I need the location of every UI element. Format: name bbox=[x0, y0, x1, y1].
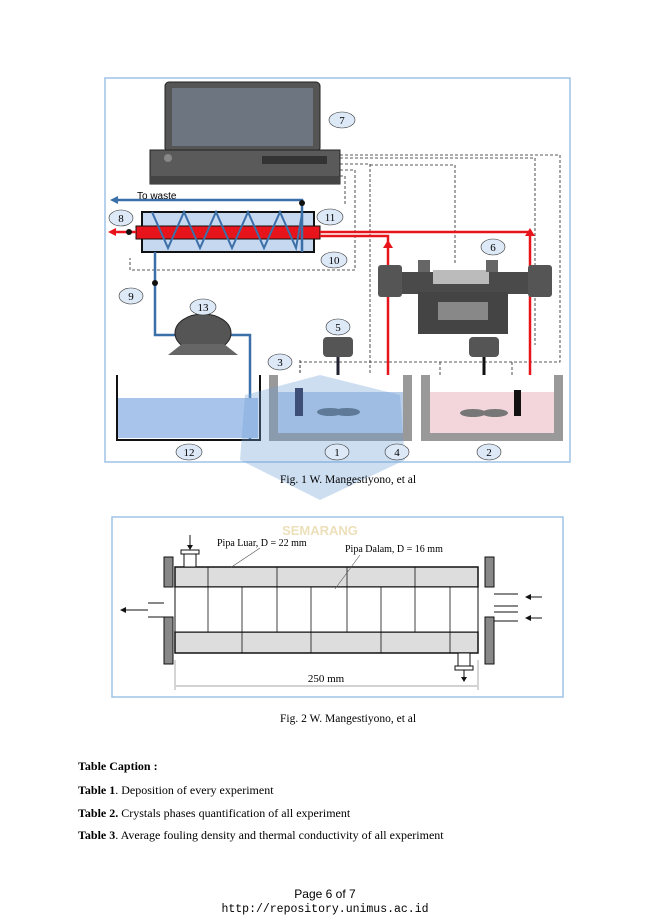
label-8: 8 bbox=[108, 209, 134, 227]
length-dimension-label: 250 mm bbox=[308, 673, 345, 685]
table-caption-heading: Table Caption : bbox=[78, 759, 158, 773]
svg-text:2: 2 bbox=[486, 447, 492, 459]
table-label: Table 3 bbox=[78, 828, 116, 842]
svg-text:13: 13 bbox=[198, 302, 210, 314]
svg-text:1: 1 bbox=[334, 447, 340, 459]
flow-meter-icon bbox=[378, 260, 552, 334]
svg-text:8: 8 bbox=[118, 213, 124, 225]
svg-text:4: 4 bbox=[394, 447, 400, 459]
label-10: 10 bbox=[320, 251, 348, 269]
label-2: 2 bbox=[476, 443, 502, 461]
label-11: 11 bbox=[316, 208, 344, 226]
table-caption-item: Table 1. Deposition of every experiment bbox=[78, 783, 274, 798]
label-9: 9 bbox=[118, 287, 144, 305]
label-4: 4 bbox=[384, 443, 410, 461]
component-labels: 7 8 11 10 9 13 6 5 3 12 1 4 2 bbox=[108, 111, 506, 461]
outer-pipe-label: Pipa Luar, D = 22 mm bbox=[217, 538, 307, 549]
computer-icon bbox=[149, 81, 341, 185]
svg-text:SEMARANG: SEMARANG bbox=[282, 523, 358, 538]
table-caption-item: Table 2. Crystals phases quantification … bbox=[78, 806, 350, 821]
label-6: 6 bbox=[480, 238, 506, 256]
tank-2 bbox=[421, 375, 563, 441]
heat-exchanger bbox=[135, 209, 321, 253]
figure-1-experimental-setup: SEMARANG To waste 7 8 11 10 9 13 6 5 3 1… bbox=[104, 77, 571, 538]
figure-1-caption: Fig. 1 W. Mangestiyono, et al bbox=[280, 474, 417, 486]
svg-text:9: 9 bbox=[128, 291, 134, 303]
table-text: Crystals phases quantification of all ex… bbox=[118, 806, 351, 820]
svg-text:7: 7 bbox=[339, 115, 345, 127]
tank-1 bbox=[269, 375, 412, 441]
figure-2-caption: Fig. 2 W. Mangestiyono, et al bbox=[280, 713, 417, 725]
label-5: 5 bbox=[325, 318, 351, 336]
table-caption-item: Table 3. Average fouling density and the… bbox=[78, 828, 444, 843]
inner-pipe-label: Pipa Dalam, D = 16 mm bbox=[345, 544, 443, 555]
university-watermark: SEMARANG bbox=[240, 375, 405, 538]
page-number: Page 6 of 7 bbox=[294, 887, 356, 901]
svg-text:10: 10 bbox=[329, 255, 341, 267]
label-13: 13 bbox=[189, 298, 217, 316]
figure-2-heat-exchanger-drawing: Pipa Luar, D = 22 mm Pipa Dalam, D = 16 … bbox=[111, 516, 564, 698]
svg-text:5: 5 bbox=[335, 322, 341, 334]
to-waste-label: To waste bbox=[137, 191, 177, 202]
table-label: Table 2. bbox=[78, 806, 119, 820]
svg-text:3: 3 bbox=[277, 357, 283, 369]
svg-text:12: 12 bbox=[184, 447, 195, 459]
label-12: 12 bbox=[175, 443, 203, 461]
tank-12 bbox=[116, 375, 261, 441]
label-1: 1 bbox=[324, 443, 350, 461]
label-7: 7 bbox=[328, 111, 356, 129]
table-label: Table 1 bbox=[78, 783, 116, 797]
svg-text:11: 11 bbox=[325, 212, 336, 224]
table-text: . Deposition of every experiment bbox=[115, 783, 274, 797]
table-text: . Average fouling density and thermal co… bbox=[115, 828, 444, 842]
pump-icon bbox=[168, 313, 238, 355]
repository-url: http://repository.unimus.ac.id bbox=[221, 903, 429, 916]
label-3: 3 bbox=[267, 353, 293, 371]
svg-text:6: 6 bbox=[490, 242, 496, 254]
